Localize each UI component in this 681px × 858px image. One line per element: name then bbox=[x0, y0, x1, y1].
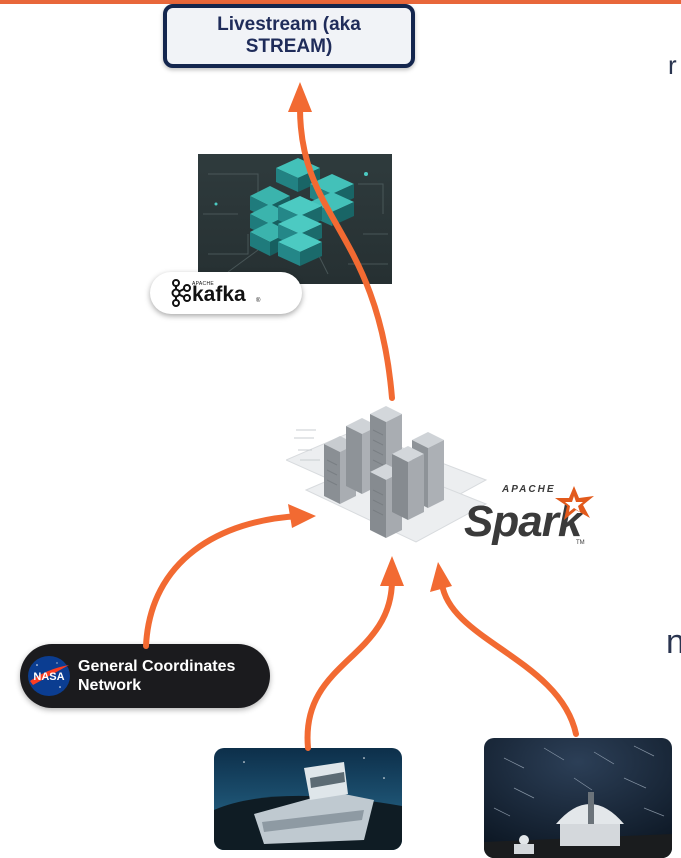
partial-text-top: r bbox=[668, 50, 677, 80]
arrowhead-telescope bbox=[380, 556, 404, 586]
arrow-observatory-to-spark bbox=[439, 581, 579, 737]
spark-apache-text: APACHE bbox=[502, 484, 556, 495]
kafka-registered-mark: ® bbox=[256, 298, 261, 304]
arrowhead-observatory bbox=[430, 562, 452, 592]
spark-name: Spark bbox=[464, 497, 582, 546]
arrow-spark-to-stream bbox=[297, 105, 395, 401]
spark-logo: APACHE Spark TM bbox=[462, 484, 596, 558]
nasa-icon: NASA bbox=[28, 656, 70, 696]
kafka-name: kafka bbox=[192, 283, 246, 306]
kafka-icon bbox=[171, 279, 191, 307]
kafka-apache-text: APACHE bbox=[192, 281, 214, 287]
spark-server-image bbox=[284, 400, 496, 550]
observatory-star-trails-photo bbox=[484, 738, 672, 858]
telescope-dome-photo bbox=[214, 748, 402, 850]
gcn-label: General Coordinates Network bbox=[78, 658, 236, 694]
svg-text:NASA: NASA bbox=[33, 671, 64, 683]
livestream-label: Livestream (aka STREAM) bbox=[217, 14, 361, 57]
arrowhead-stream bbox=[288, 82, 312, 112]
arrow-gcn-to-spark bbox=[143, 513, 303, 649]
top-accent-rule bbox=[0, 0, 681, 4]
arrowhead-gcn bbox=[288, 504, 316, 528]
arrow-telescope-to-spark bbox=[304, 577, 395, 751]
gcn-source-pill: NASA General Coordinates Network bbox=[20, 644, 270, 708]
kafka-logo: APACHE kafka ® bbox=[150, 272, 302, 314]
spark-trademark: TM bbox=[576, 540, 585, 546]
livestream-box: Livestream (aka STREAM) bbox=[163, 4, 415, 68]
spark-star-icon bbox=[555, 486, 594, 520]
partial-text-mid: n bbox=[666, 623, 681, 661]
